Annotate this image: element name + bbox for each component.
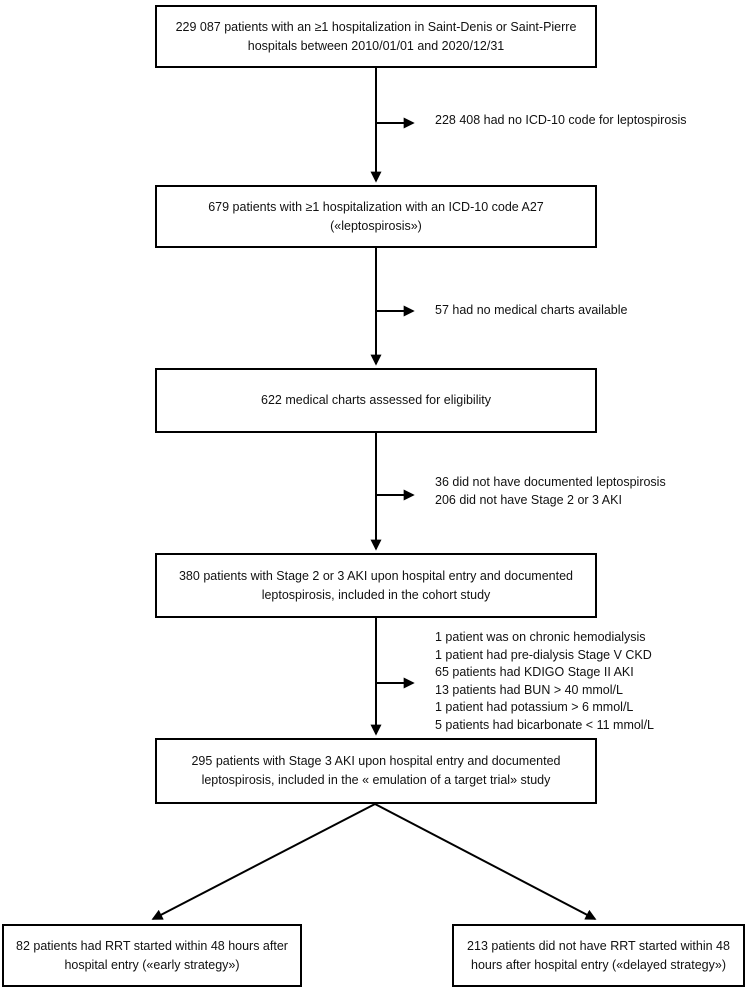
box-icd10-a27-text: 679 patients with ≥1 hospitalization wit… — [208, 199, 544, 233]
box-target-trial: 295 patients with Stage 3 AKI upon hospi… — [155, 738, 597, 804]
box-all-hospitalizations-text: 229 087 patients with an ≥1 hospitalizat… — [175, 19, 577, 53]
box-cohort-study: 380 patients with Stage 2 or 3 AKI upon … — [155, 553, 597, 618]
box-all-hospitalizations: 229 087 patients with an ≥1 hospitalizat… — [155, 5, 597, 68]
box-early-strategy: 82 patients had RRT started within 48 ho… — [2, 924, 302, 987]
box-charts-assessed-text: 622 medical charts assessed for eligibil… — [261, 393, 491, 407]
exclusion-note-not-eligible: 36 did not have documented leptospirosis… — [435, 475, 666, 507]
box-delayed-strategy: 213 patients did not have RRT started wi… — [452, 924, 745, 987]
box-target-trial-text: 295 patients with Stage 3 AKI upon hospi… — [191, 754, 561, 787]
arrow-box5-to-delayed — [374, 803, 597, 920]
box-cohort-study-text: 380 patients with Stage 2 or 3 AKI upon … — [178, 568, 574, 602]
box-early-strategy-text: 82 patients had RRT started within 48 ho… — [16, 938, 288, 972]
box-icd10-a27: 679 patients with ≥1 hospitalization wit… — [155, 185, 597, 248]
arrow-box5-to-early — [151, 803, 376, 920]
box-charts-assessed: 622 medical charts assessed for eligibil… — [155, 368, 597, 433]
exclusion-note-no-icd10: 228 408 had no ICD-10 code for leptospir… — [435, 113, 687, 127]
exclusion-note-no-charts: 57 had no medical charts available — [435, 303, 628, 317]
box-delayed-strategy-text: 213 patients did not have RRT started wi… — [467, 938, 730, 972]
exclusion-note-trial-exclusions: 1 patient was on chronic hemodialysis 1 … — [435, 630, 655, 732]
